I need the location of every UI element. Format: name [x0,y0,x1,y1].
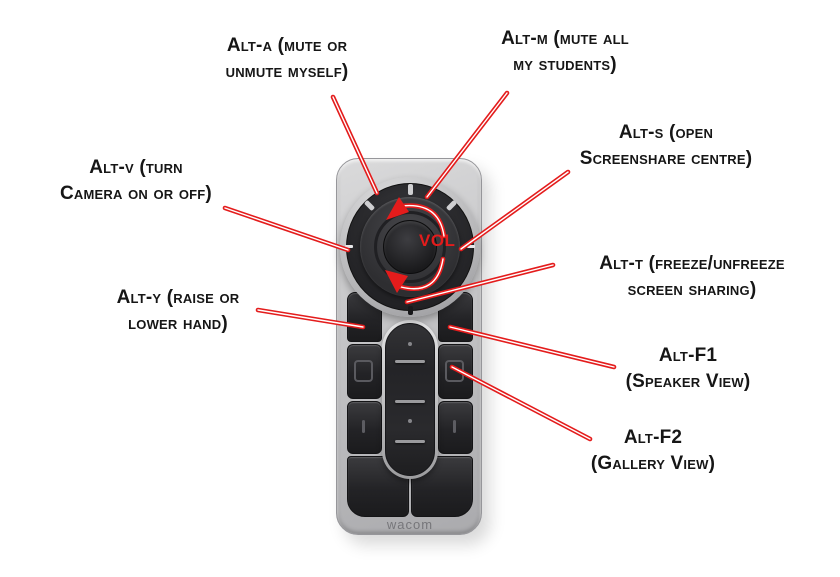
ring-tick-right [467,245,475,248]
label-alt-f1: Alt-F1 (Speaker View) [625,345,751,392]
key-divider [395,400,425,403]
right-square-key [438,344,473,399]
label-alt-m: Alt-m (mute all my students) [501,28,629,75]
key-dot [408,342,412,346]
center-capsule-keys [385,323,435,476]
wacom-remote-device: wacom [336,158,482,535]
label-alt-f2: Alt-F2 (Gallery View) [590,427,716,474]
label-alt-t: Alt-t (freeze/unfreeze screen sharing) [599,253,785,300]
ring-notch-bottom [407,306,413,315]
ring-tick-left [345,245,353,248]
label-alt-y: Alt-y (raise or lower hand) [116,287,240,334]
ring-notch-top [407,183,413,195]
label-alt-v: Alt-v (turn Camera on or off) [60,157,212,204]
key-divider [395,440,425,443]
vertical-bar-icon [453,420,456,433]
key-dot [408,419,412,423]
left-square-key [347,344,382,399]
volume-dial-label: VOL [419,231,456,250]
right-bar-key [438,401,473,454]
left-bar-key [347,401,382,454]
brand-logo: wacom [386,517,434,532]
label-alt-a: Alt-a (mute or unmute myself) [225,35,349,82]
annotation-line-alt-v [222,205,351,253]
vertical-bar-icon [362,420,365,433]
label-alt-s: Alt-s (open Screenshare centre) [579,122,753,169]
key-divider [395,360,425,363]
square-icon [354,360,373,382]
square-icon [445,360,464,382]
